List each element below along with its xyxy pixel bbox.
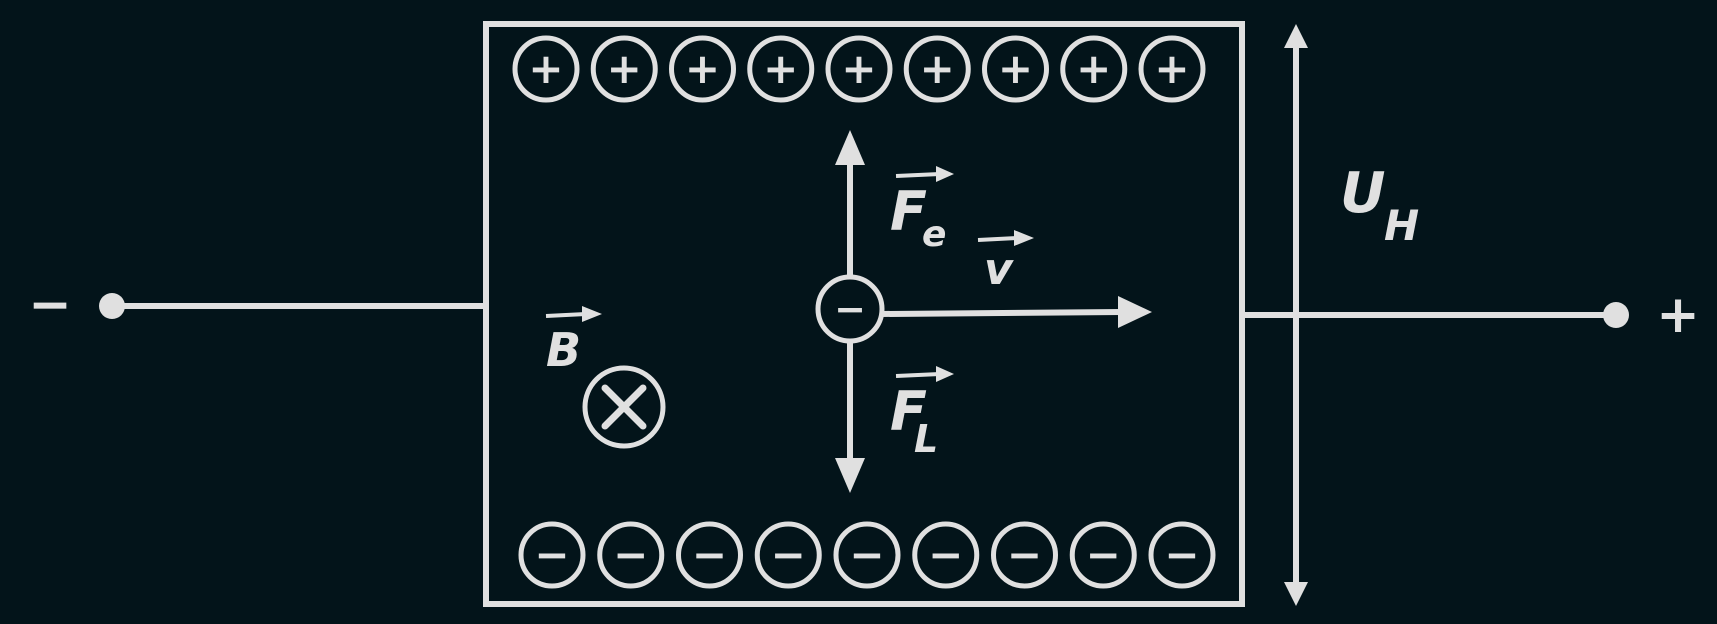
negative-charge-circle — [833, 521, 901, 589]
moving-electron: − — [815, 130, 1152, 493]
left-terminal-dot — [99, 293, 125, 319]
positive-charge: + — [982, 35, 1049, 103]
negative-charge-sign: − — [692, 530, 727, 579]
positive-charge-sign: + — [841, 44, 876, 93]
vector-arrow-head — [1014, 230, 1034, 246]
negative-charge-circle — [676, 521, 743, 589]
hall-voltage-arrowhead-down — [1284, 582, 1308, 606]
negative-charge-circle — [518, 521, 586, 589]
positive-charge-circle — [825, 35, 893, 103]
magnetic-field-symbol: B — [546, 323, 581, 377]
positive-charge: + — [512, 35, 580, 103]
negative-charge: − — [518, 521, 586, 589]
right-terminal: + — [1242, 285, 1700, 345]
positive-charge-sign: + — [998, 44, 1033, 93]
negative-charge-sign: − — [534, 530, 569, 579]
electron-sign: − — [834, 287, 866, 331]
negative-charge-sign: − — [1086, 530, 1121, 579]
electric-force-symbol: F — [890, 180, 927, 243]
positive-charge-circle — [590, 35, 658, 103]
positive-charge-circle — [982, 35, 1049, 103]
lorentz-force-subscript: L — [914, 417, 938, 461]
negative-charge-sign: − — [1164, 530, 1199, 579]
negative-charge-sign: − — [613, 530, 648, 579]
negative-charge: − — [991, 521, 1058, 589]
velocity-label: v — [977, 230, 1034, 295]
negative-charge: − — [754, 521, 822, 589]
hall-voltage-arrowhead-up — [1284, 24, 1308, 48]
negative-charge-circle — [1069, 521, 1137, 589]
negative-charge-circle — [1148, 521, 1216, 589]
positive-charge-sign: + — [1154, 44, 1189, 93]
electric-force-subscript: e — [922, 214, 946, 255]
electric-force-arrowhead — [835, 130, 865, 165]
positive-charge-sign: + — [763, 44, 798, 93]
positive-charge: + — [1060, 35, 1128, 103]
negative-charge-sign: − — [849, 530, 884, 579]
hall-voltage-subscript: H — [1384, 201, 1419, 250]
positive-charge: + — [747, 35, 815, 103]
positive-charge: + — [1138, 35, 1206, 103]
positive-charge-sign: + — [607, 44, 642, 93]
positive-charge-circle — [903, 35, 971, 103]
vector-arrow-head — [582, 306, 602, 322]
negative-charge-row: −−−−−−−−− — [518, 521, 1216, 589]
circle-cross-icon — [582, 365, 666, 449]
positive-charge: + — [590, 35, 658, 103]
positive-charge-sign: + — [1076, 44, 1111, 93]
vector-arrow-icon — [545, 312, 587, 318]
negative-charge-circle — [754, 521, 822, 589]
positive-charge-circle — [1138, 35, 1206, 103]
electric-force-label: F e — [890, 166, 954, 255]
left-terminal: − — [28, 275, 486, 335]
lorentz-force-label: F L — [890, 366, 954, 461]
hall-voltage-indicator: U H — [1284, 24, 1419, 606]
hall-voltage-symbol: U — [1340, 161, 1385, 226]
negative-charge-circle — [991, 521, 1058, 589]
negative-charge: − — [1069, 521, 1137, 589]
negative-charge: − — [912, 521, 980, 589]
negative-charge-sign: − — [928, 530, 963, 579]
magnetic-field-label: B — [545, 306, 602, 377]
negative-charge: − — [597, 521, 665, 589]
negative-charge: − — [676, 521, 743, 589]
positive-charge-circle — [669, 35, 736, 103]
positive-charge-sign: + — [685, 44, 720, 93]
lorentz-force-arrowhead — [835, 458, 865, 493]
negative-charge: − — [833, 521, 901, 589]
positive-charge-circle — [1060, 35, 1128, 103]
positive-charge: + — [825, 35, 893, 103]
lorentz-force-symbol: F — [890, 380, 927, 443]
right-terminal-sign: + — [1656, 285, 1700, 345]
electron-particle — [815, 274, 885, 344]
negative-charge-circle — [912, 521, 980, 589]
vector-arrow-icon — [977, 236, 1019, 242]
positive-charge: + — [669, 35, 736, 103]
vector-arrow-head — [936, 166, 954, 182]
right-terminal-dot — [1603, 302, 1629, 328]
positive-charge-sign: + — [528, 44, 563, 93]
positive-charge-sign: + — [920, 44, 955, 93]
positive-charge-row: + + + + + + + + + — [512, 35, 1206, 103]
velocity-arrowhead — [1118, 296, 1152, 328]
vector-arrow-icon — [895, 172, 941, 178]
negative-charge-circle — [597, 521, 665, 589]
velocity-arrow — [881, 309, 1123, 317]
vector-arrow-head — [936, 366, 954, 382]
negative-charge-sign: − — [771, 530, 806, 579]
velocity-symbol: v — [984, 244, 1014, 295]
positive-charge-circle — [747, 35, 815, 103]
negative-charge-sign: − — [1007, 530, 1042, 579]
conductor-plate — [483, 21, 1245, 607]
left-terminal-sign: − — [28, 275, 72, 335]
positive-charge: + — [903, 35, 971, 103]
vector-arrow-icon — [895, 372, 941, 378]
positive-charge-circle — [512, 35, 580, 103]
negative-charge: − — [1148, 521, 1216, 589]
